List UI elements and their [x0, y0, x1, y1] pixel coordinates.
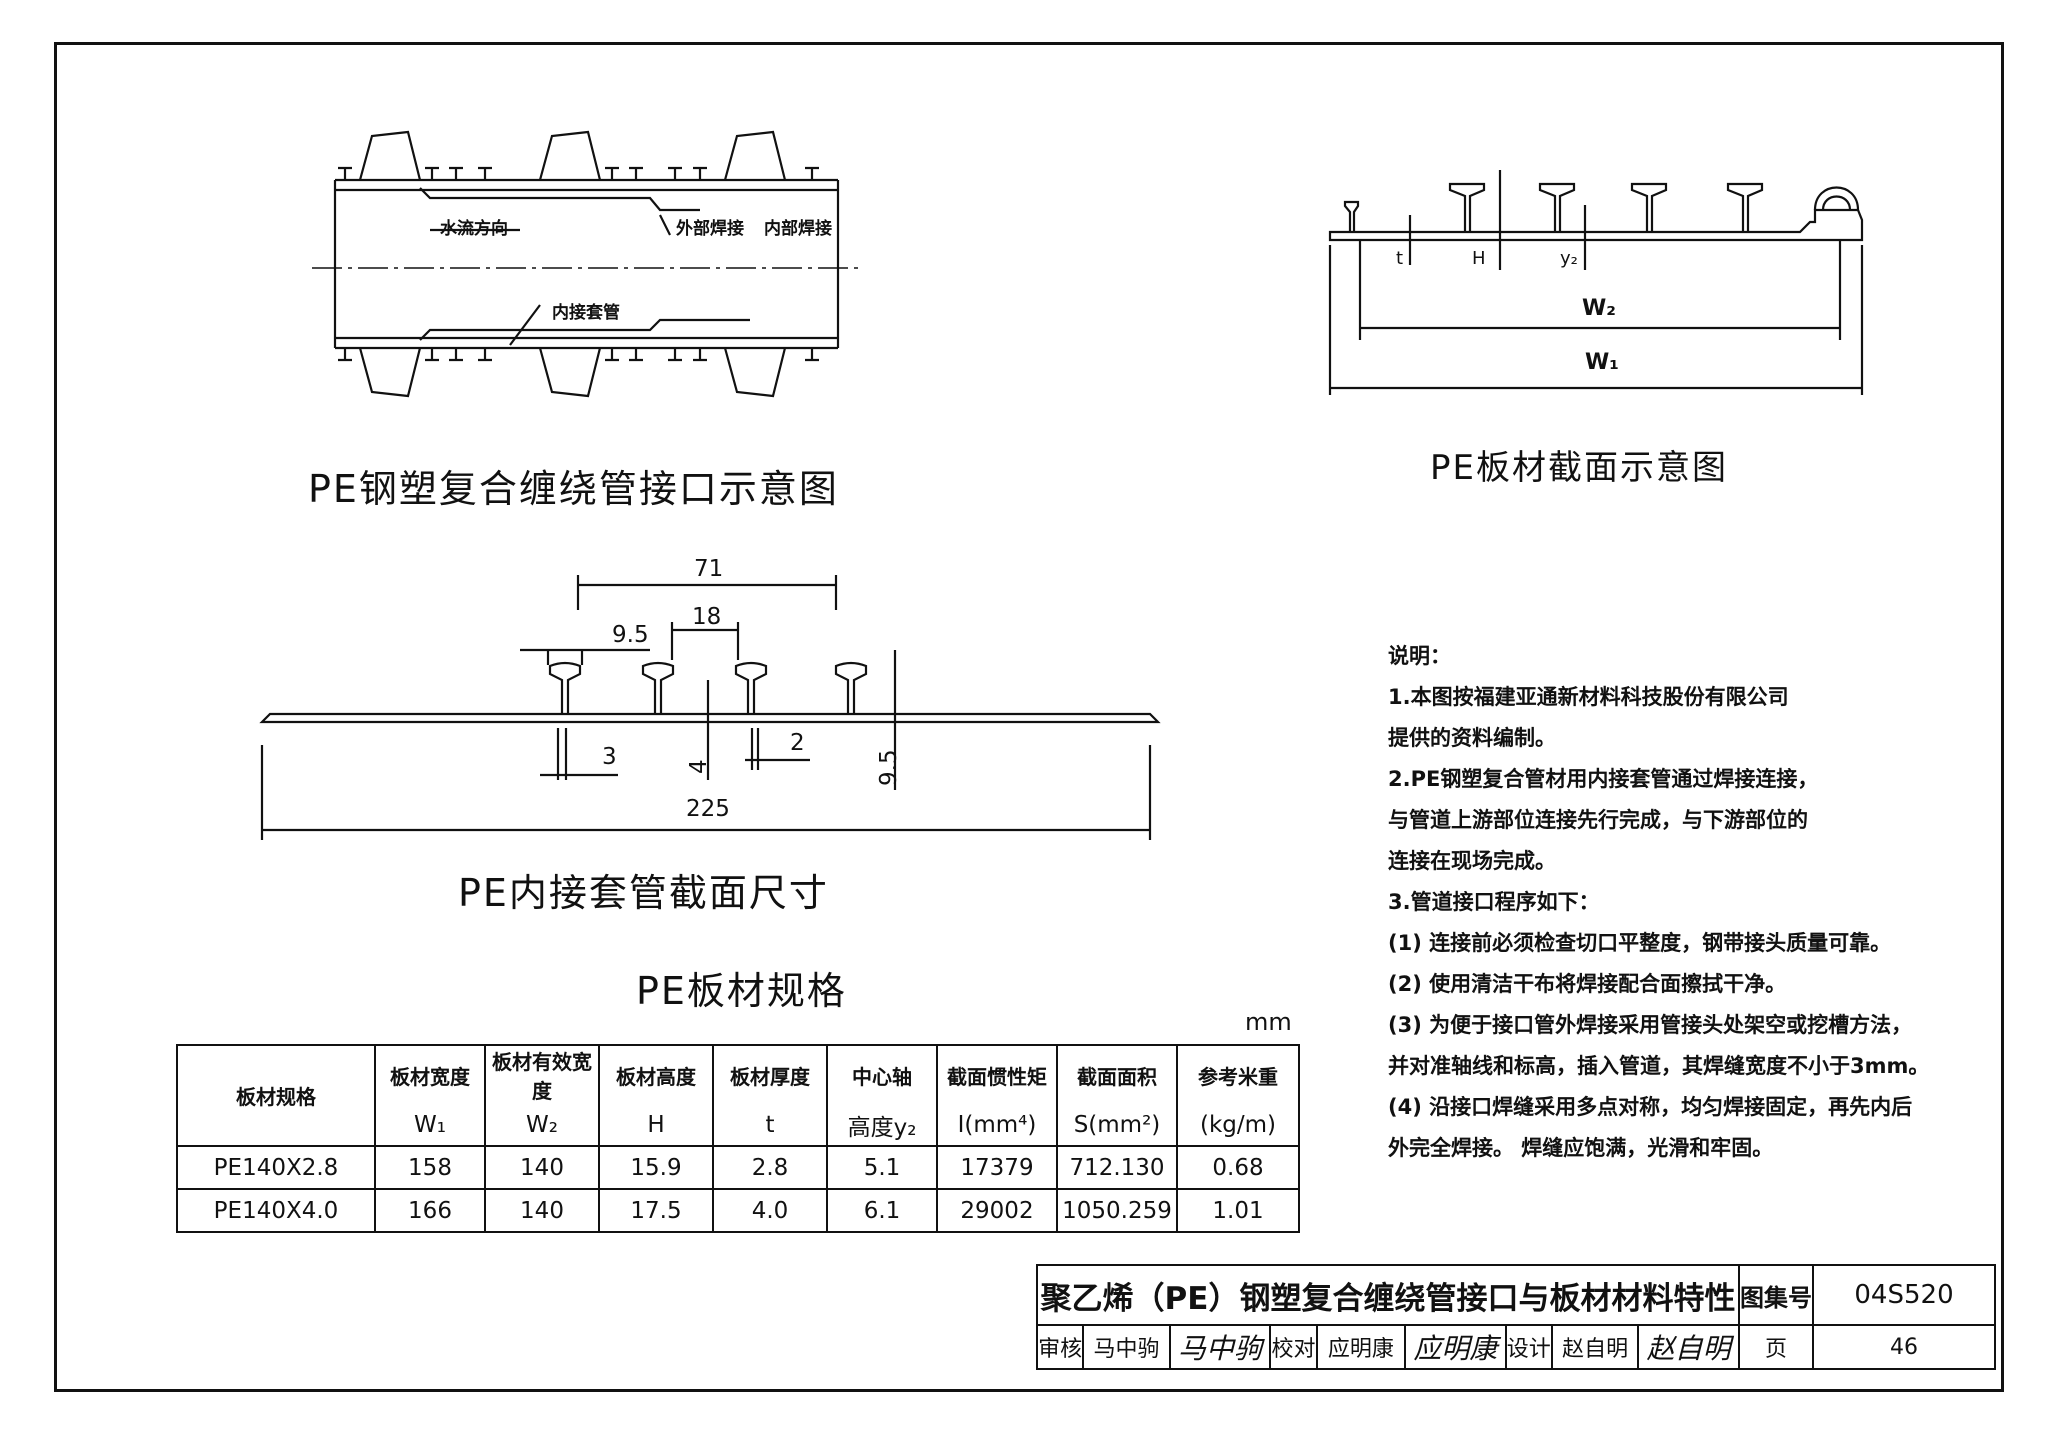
- checker-name: 应明康: [1315, 1324, 1407, 1370]
- label-inner-weld: 内部焊接: [764, 219, 832, 239]
- label-flow-direction: 水流方向: [440, 219, 508, 239]
- th-weight-sym: (kg/m): [1176, 1104, 1300, 1147]
- joint-diagram: [312, 130, 862, 398]
- th-thickness-sym: t: [712, 1104, 828, 1147]
- th-inertia-sym: I(mm⁴): [936, 1104, 1058, 1147]
- th-inertia: 截面惯性矩: [936, 1044, 1058, 1104]
- th-effective-width: 板材有效宽度: [484, 1044, 600, 1104]
- label-inner-sleeve: 内接套管: [552, 303, 620, 323]
- note-line: (2) 使用清洁干布将焊接配合面擦拭干净。: [1388, 972, 1787, 996]
- th-width: 板材宽度: [374, 1044, 486, 1104]
- table-cell: 17.5: [598, 1188, 714, 1233]
- notes-heading: 说明：: [1388, 644, 1451, 668]
- dim-225: 225: [686, 796, 730, 822]
- sleeve-section-diagram: [259, 575, 1161, 840]
- table-cell: 2.8: [712, 1145, 828, 1190]
- title-block-title: 聚乙烯（PE）钢塑复合缠绕管接口与板材材料特性: [1036, 1264, 1740, 1326]
- note-line: 提供的资料编制。: [1388, 726, 1556, 750]
- note-line: (1) 连接前必须检查切口平整度，钢带接头质量可靠。: [1388, 931, 1892, 955]
- page-number: 46: [1812, 1324, 1996, 1370]
- caption-table: PE板材规格: [636, 969, 847, 1013]
- table-cell: 6.1: [826, 1188, 938, 1233]
- th-area: 截面面积: [1056, 1044, 1178, 1104]
- th-width-sym: W₁: [374, 1104, 486, 1147]
- label-t: t: [1396, 248, 1404, 269]
- caption-sleeve: PE内接套管截面尺寸: [458, 871, 829, 915]
- table-cell: 0.68: [1176, 1145, 1300, 1190]
- table-cell: 158: [374, 1145, 486, 1190]
- note-line: 连接在现场完成。: [1388, 849, 1556, 873]
- th-weight: 参考米重: [1176, 1044, 1300, 1104]
- th-axis-sym: 高度y₂: [826, 1104, 938, 1147]
- table-cell: PE140X2.8: [176, 1145, 376, 1190]
- note-line: 并对准轴线和标高，插入管道，其焊缝宽度不小于3mm。: [1388, 1054, 1930, 1078]
- th-height: 板材高度: [598, 1044, 714, 1104]
- spec-table: 板材规格 板材宽度 板材有效宽度 板材高度 板材厚度 中心轴 截面惯性矩 截面面…: [176, 1044, 1300, 1233]
- label-H: H: [1472, 248, 1486, 269]
- atlas-number: 04S520: [1812, 1264, 1996, 1326]
- panel-section-diagram: [1328, 170, 1864, 395]
- designer-name: 赵自明: [1550, 1324, 1640, 1370]
- checker-signature: 应明康: [1404, 1324, 1507, 1370]
- drawing-frame: [54, 42, 2004, 1392]
- designer-signature: 赵自明: [1637, 1324, 1740, 1370]
- th-effective-width-sym: W₂: [484, 1104, 600, 1147]
- dim-71: 71: [694, 556, 724, 582]
- table-cell: 166: [374, 1188, 486, 1233]
- table-header-row: 板材规格 板材宽度 板材有效宽度 板材高度 板材厚度 中心轴 截面惯性矩 截面面…: [176, 1044, 1300, 1147]
- table-cell: 712.130: [1056, 1145, 1178, 1190]
- table-cell: 17379: [936, 1145, 1058, 1190]
- note-line: 与管道上游部位连接先行完成，与下游部位的: [1388, 808, 1808, 832]
- table-cell: 4.0: [712, 1188, 828, 1233]
- reviewer-signature: 马中驹: [1168, 1324, 1272, 1370]
- title-block: 聚乙烯（PE）钢塑复合缠绕管接口与板材材料特性 图集号 04S520 审核 马中…: [1035, 1264, 1996, 1370]
- th-thickness: 板材厚度: [712, 1044, 828, 1104]
- atlas-label: 图集号: [1738, 1264, 1814, 1326]
- table-cell: 1.01: [1176, 1188, 1300, 1233]
- table-cell: PE140X4.0: [176, 1188, 376, 1233]
- th-axis: 中心轴: [826, 1044, 938, 1104]
- table-cell: 140: [484, 1145, 600, 1190]
- notes-block: 说明： 1.本图按福建亚通新材料科技股份有限公司 提供的资料编制。 2.PE钢塑…: [1388, 636, 1930, 1169]
- th-spec: 板材规格: [176, 1044, 376, 1147]
- dim-18: 18: [692, 604, 722, 630]
- dim-2: 2: [790, 730, 805, 756]
- table-header-row-2: W₁ W₂ H t 高度y₂ I(mm⁴) S(mm²) (kg/m): [177, 1104, 1300, 1147]
- table-cell: 15.9: [598, 1145, 714, 1190]
- table-cell: 29002: [936, 1188, 1058, 1233]
- table-row: PE140X4.0 166 140 17.5 4.0 6.1 29002 105…: [176, 1188, 1300, 1233]
- label-W2: W₂: [1582, 296, 1616, 321]
- caption-joint: PE钢塑复合缠绕管接口示意图: [308, 467, 839, 511]
- label-y2: y₂: [1560, 248, 1578, 269]
- dim-3: 3: [602, 744, 617, 770]
- label-outer-weld: 外部焊接: [676, 219, 744, 239]
- label-W1: W₁: [1585, 350, 1619, 375]
- note-line: 3.管道接口程序如下：: [1388, 890, 1600, 914]
- table-unit: mm: [1245, 1008, 1292, 1036]
- reviewer-name: 马中驹: [1082, 1324, 1171, 1370]
- th-height-sym: H: [598, 1104, 714, 1147]
- dim-9-5-side: 9.5: [876, 749, 902, 786]
- dim-9-5-top: 9.5: [612, 622, 649, 648]
- review-label: 审核: [1035, 1324, 1085, 1370]
- page-label: 页: [1738, 1324, 1814, 1370]
- table-cell: 140: [484, 1188, 600, 1233]
- table-cell: 5.1: [826, 1145, 938, 1190]
- note-line: (3) 为便于接口管外焊接采用管接头处架空或挖槽方法，: [1388, 1013, 1913, 1037]
- table-cell: 1050.259: [1056, 1188, 1178, 1233]
- check-label: 校对: [1269, 1324, 1318, 1370]
- th-area-sym: S(mm²): [1056, 1104, 1178, 1147]
- joint-t-ribs: [338, 166, 819, 362]
- design-label: 设计: [1504, 1324, 1553, 1370]
- caption-section: PE板材截面示意图: [1430, 448, 1728, 488]
- dim-4: 4: [686, 759, 712, 774]
- note-line: 外完全焊接。 焊缝应饱满，光滑和牢固。: [1388, 1136, 1774, 1160]
- note-line: (4) 沿接口焊缝采用多点对称，均匀焊接固定，再先内后: [1388, 1095, 1913, 1119]
- note-line: 1.本图按福建亚通新材料科技股份有限公司: [1388, 685, 1789, 709]
- note-line: 2.PE钢塑复合管材用内接套管通过焊接连接，: [1388, 767, 1819, 791]
- table-row: PE140X2.8 158 140 15.9 2.8 5.1 17379 712…: [176, 1145, 1300, 1190]
